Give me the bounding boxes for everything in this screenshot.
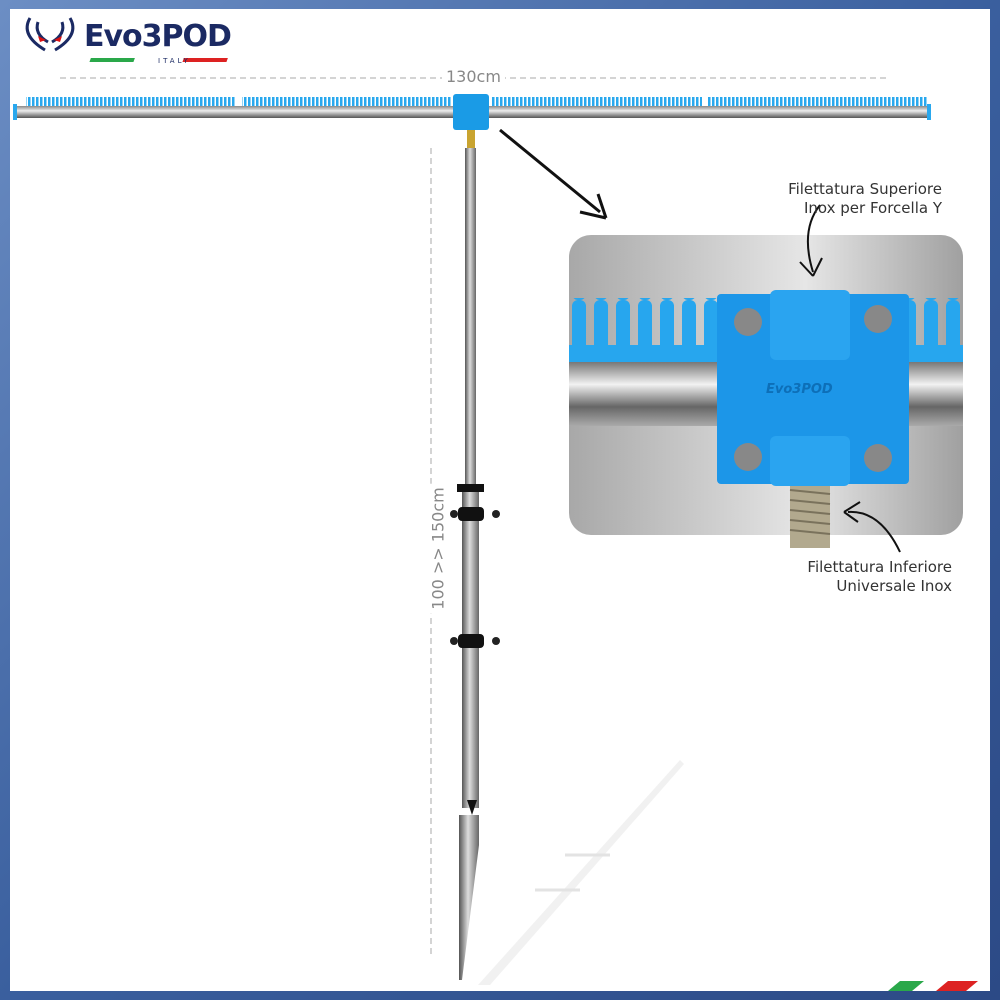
callout-top: Filettatura Superiore Inox per Forcella … bbox=[788, 180, 942, 218]
callout-bottom-line1: Filettatura Inferiore bbox=[807, 558, 952, 576]
brand-tagline: ITALY bbox=[158, 57, 191, 65]
product-image: Evo3POD ITALY 130cm 100 >> 150cm Evo3POD… bbox=[10, 9, 990, 991]
logo-emblem bbox=[25, 17, 75, 52]
callout-top-line2: Inox per Forcella Y bbox=[803, 199, 942, 217]
callout-bottom: Filettatura Inferiore Universale Inox bbox=[807, 558, 952, 596]
width-dimension: 130cm bbox=[442, 67, 505, 86]
height-dimension: 100 >> 150cm bbox=[428, 483, 448, 614]
brand-logo: Evo3POD bbox=[84, 19, 232, 54]
detail-panel bbox=[569, 204, 963, 553]
callout-top-line1: Filettatura Superiore bbox=[788, 180, 942, 198]
callout-bottom-line2: Universale Inox bbox=[836, 577, 952, 595]
product-illustration bbox=[13, 17, 978, 991]
detail-brand: Evo3POD bbox=[766, 382, 833, 397]
